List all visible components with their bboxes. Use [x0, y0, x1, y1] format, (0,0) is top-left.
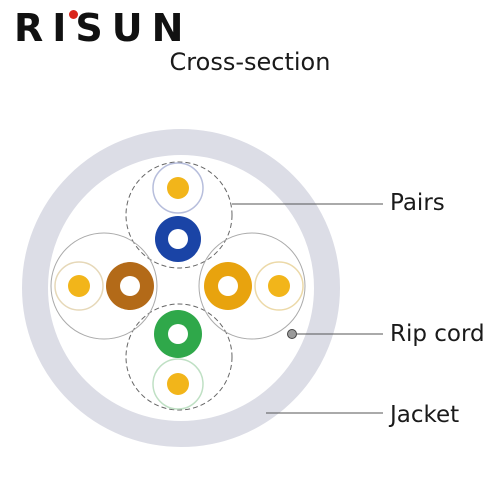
pair-left-outline [50, 232, 158, 340]
diagram-title: Cross-section [169, 48, 331, 76]
brown-core [120, 276, 140, 296]
logo-red-dot [69, 10, 78, 19]
pair-blue [152, 162, 204, 262]
rip-cord-label: Rip cord [390, 321, 485, 347]
pair-orange [204, 261, 304, 311]
orange-core [218, 276, 238, 296]
green-core [168, 324, 188, 344]
rip-cord [287, 329, 297, 339]
pair-brown [54, 261, 154, 311]
blue-core [168, 229, 188, 249]
pairs-label: Pairs [390, 190, 445, 216]
pair-bottom-outline [125, 303, 233, 411]
logo-wordmark: RISUN [14, 6, 193, 50]
green-white-core [167, 373, 189, 395]
jacket-ring [22, 129, 340, 447]
orange-white-core [268, 275, 290, 297]
pair-top-outline [125, 161, 233, 269]
pair-right-outline [198, 232, 306, 340]
jacket-label: Jacket [390, 402, 460, 428]
risun-logo: RISUN [14, 6, 214, 50]
pair-green [152, 310, 204, 410]
blue-white-core [167, 177, 189, 199]
brown-white-core [68, 275, 90, 297]
